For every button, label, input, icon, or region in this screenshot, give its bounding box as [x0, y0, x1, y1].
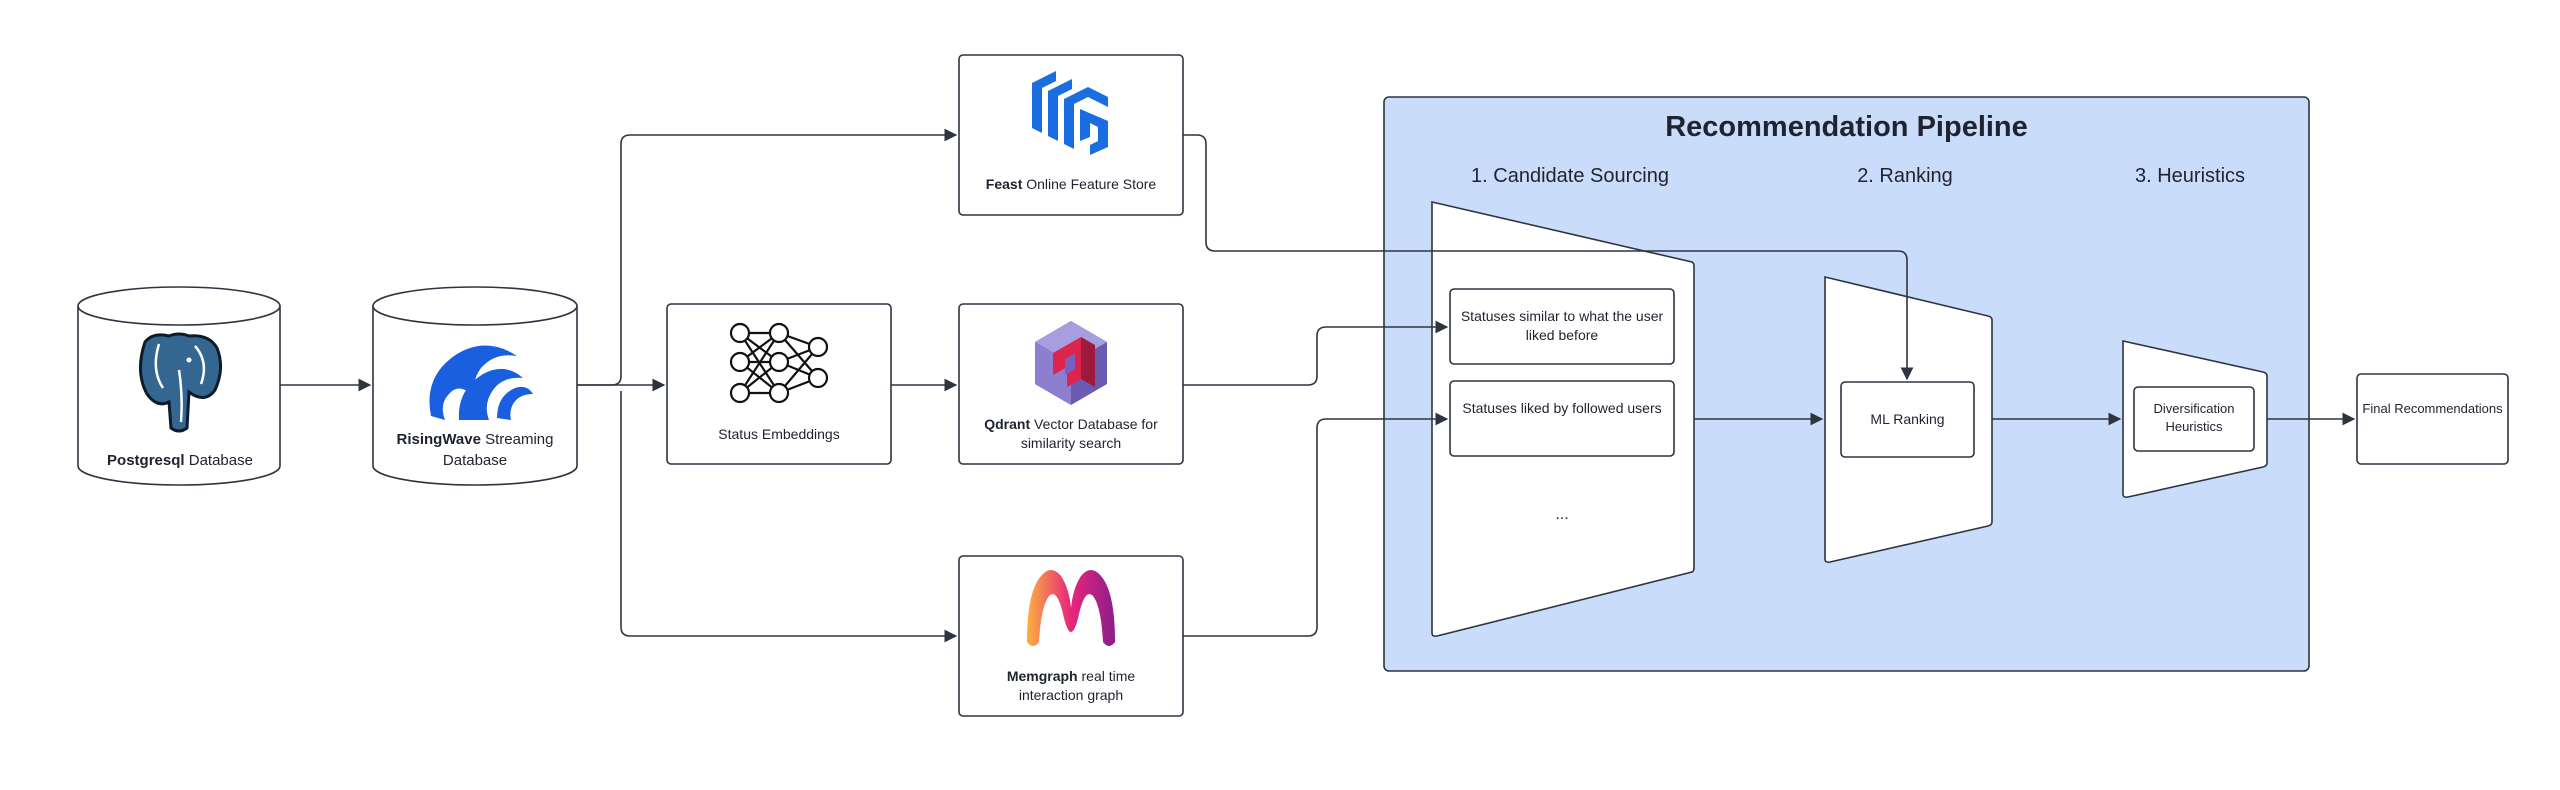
- status-embeddings-label: Status Embeddings: [718, 426, 840, 442]
- ml-ranking-box: [1840, 381, 1975, 458]
- feast-label: Feast Online Feature Store: [962, 175, 1180, 194]
- risingwave-label: RisingWave Streaming Database: [380, 429, 570, 471]
- edge-risingwave-memgraph: [620, 391, 958, 643]
- postgres-label: Postgresql Database: [80, 451, 280, 470]
- candidate-box-followed: [1449, 380, 1675, 457]
- qdrant-name: Qdrant: [984, 416, 1031, 432]
- feast-name: Feast: [985, 176, 1023, 192]
- ml-ranking-label: ML Ranking: [1870, 411, 1945, 427]
- diversification-label: Diversification Heuristics: [2153, 401, 2235, 434]
- diversification-box: [2133, 386, 2255, 452]
- connectors: [280, 128, 2356, 643]
- feast-logo-icon: [1032, 71, 1108, 155]
- neural-network-icon: [729, 322, 829, 404]
- memgraph-m-icon: [1027, 570, 1115, 646]
- final-recommendations-label: Final Recommendations: [2362, 401, 2503, 416]
- candidate-similar-label: Statuses similar to what the user liked …: [1460, 308, 1664, 343]
- stage-candidate-sourcing: 1. Candidate Sourcing: [1471, 165, 1669, 187]
- candidate-more-label: ...: [1555, 506, 1569, 523]
- feast-rest: Online Feature Store: [1022, 176, 1157, 192]
- edge-qdrant-candidates: [1183, 320, 1449, 386]
- memgraph-name: Memgraph: [1006, 668, 1078, 684]
- memgraph-label: Memgraph real time interaction graph: [985, 667, 1157, 705]
- risingwave-name: RisingWave: [396, 431, 481, 448]
- risingwave-rest: Streaming Database: [442, 431, 554, 469]
- pipeline-title: Recommendation Pipeline: [1665, 111, 2028, 143]
- qdrant-rest: Vector Database for similarity search: [1020, 416, 1158, 451]
- final-recommendations-node: [2356, 373, 2509, 465]
- qdrant-cube-icon: [1035, 321, 1107, 405]
- qdrant-label: Qdrant Vector Database for similarity se…: [972, 415, 1170, 453]
- wave-icon: [429, 345, 533, 420]
- postgres-rest: Database: [184, 452, 253, 469]
- candidate-box-similar: [1449, 288, 1675, 365]
- edge-feast-ranking: [1183, 134, 1914, 381]
- stage-heuristics: 3. Heuristics: [2134, 165, 2246, 187]
- memgraph-rest: real time interaction graph: [1018, 668, 1136, 703]
- postgres-name: Postgresql: [107, 452, 185, 469]
- candidate-followed-label: Statuses liked by followed users: [1462, 400, 1662, 416]
- edge-memgraph-candidates: [1183, 412, 1449, 637]
- elephant-icon: [139, 332, 222, 433]
- edge-risingwave-feast: [577, 128, 958, 386]
- stage-ranking: 2. Ranking: [1857, 165, 1953, 187]
